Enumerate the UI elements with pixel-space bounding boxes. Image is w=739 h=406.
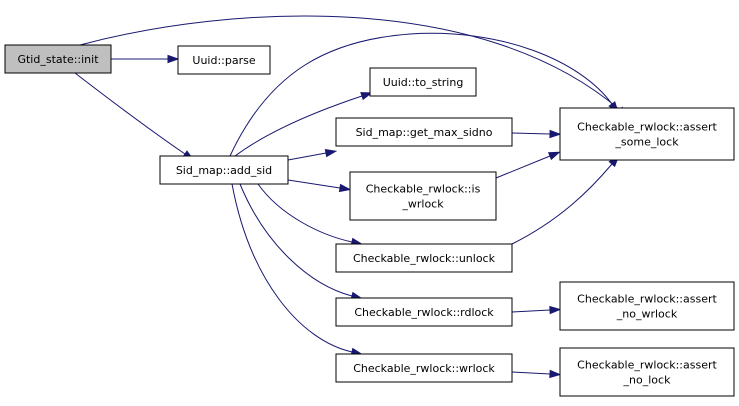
edge-add_sid-to-get_max_sidno xyxy=(287,148,338,161)
node-rdlock[interactable]: Checkable_rwlock::rdlock xyxy=(335,297,513,327)
edge-gtid_init-to-add_sid xyxy=(74,72,195,161)
node-box xyxy=(559,107,735,161)
node-box xyxy=(335,117,513,147)
edge-arrowhead xyxy=(549,129,562,139)
edge-arrowhead xyxy=(167,54,180,64)
node-label: Checkable_rwlock::unlock xyxy=(353,252,496,265)
edge-arrowhead xyxy=(547,151,561,161)
edge-arrowhead xyxy=(360,92,373,101)
node-label: Checkable_rwlock::assert xyxy=(577,293,717,306)
node-label: Checkable_rwlock::is xyxy=(366,183,481,196)
node-box xyxy=(159,155,289,185)
node-label: Checkable_rwlock::wrlock xyxy=(353,362,495,375)
node-label: Checkable_rwlock::rdlock xyxy=(354,306,494,319)
edge-add_sid-to-rdlock xyxy=(239,183,364,300)
edge-gtid_init-to-uuid_parse xyxy=(111,54,180,64)
edge-line xyxy=(79,15,621,111)
node-wrlock[interactable]: Checkable_rwlock::wrlock xyxy=(335,353,513,383)
node-assert-no-wrlock[interactable]: Checkable_rwlock::assert_no_wrlock xyxy=(559,281,735,331)
node-label: Checkable_rwlock::assert xyxy=(577,121,717,134)
edge-is_wrlock-to-assert_some_lock xyxy=(495,151,561,179)
edge-line xyxy=(74,72,186,155)
nodes-layer: Gtid_state::init Uuid::parseSid_map::add_… xyxy=(4,44,735,397)
node-box xyxy=(177,45,271,75)
node-label: _some_lock xyxy=(614,136,679,149)
edges-layer xyxy=(74,15,629,379)
node-is-wrlock[interactable]: Checkable_rwlock::is_wrlock xyxy=(349,171,497,221)
node-label: _wrlock xyxy=(401,198,444,211)
node-box xyxy=(559,347,735,397)
node-box xyxy=(4,44,112,74)
edge-arrowhead xyxy=(324,148,338,158)
edge-line xyxy=(495,155,551,179)
edge-line xyxy=(239,183,353,297)
edge-line xyxy=(287,152,327,161)
node-gtid-init[interactable]: Gtid_state::init xyxy=(4,44,112,74)
node-get-max-sidno[interactable]: Sid_map::get_max_sidno xyxy=(335,117,513,147)
node-unlock[interactable]: Checkable_rwlock::unlock xyxy=(335,243,513,273)
node-uuid-to-string[interactable]: Uuid::to_string xyxy=(369,67,477,97)
node-box xyxy=(335,243,513,273)
edge-add_sid-to-uuid_to_string xyxy=(234,92,373,157)
edge-line xyxy=(234,95,363,157)
node-uuid-parse[interactable]: Uuid::parse xyxy=(177,45,271,75)
node-label: Uuid::parse xyxy=(192,54,255,67)
edge-arrowhead xyxy=(549,369,562,379)
edge-line xyxy=(511,163,613,245)
node-label: Gtid_state::init xyxy=(17,53,99,66)
edge-gtid_init-to-assert_some_lock xyxy=(79,15,629,118)
node-box xyxy=(349,171,497,221)
node-label: Sid_map::add_sid xyxy=(176,164,272,177)
edge-get_max_sidno-to-assert_some_lock xyxy=(511,129,562,139)
edge-line xyxy=(257,183,353,243)
edge-add_sid-to-unlock xyxy=(257,183,364,247)
node-box xyxy=(335,297,513,327)
node-label: Uuid::to_string xyxy=(383,76,464,89)
node-box xyxy=(559,281,735,331)
node-label: Sid_map::get_max_sidno xyxy=(356,126,493,139)
edge-rdlock-to-assert_no_wrlock xyxy=(511,305,562,315)
edge-line xyxy=(287,179,341,189)
edge-wrlock-to-assert_no_lock xyxy=(511,369,562,379)
edge-arrowhead xyxy=(549,305,562,315)
node-label: _no_lock xyxy=(623,374,672,387)
node-add-sid[interactable]: Sid_map::add_sid xyxy=(159,155,289,185)
edge-line xyxy=(511,132,551,135)
edge-arrowhead xyxy=(338,183,352,193)
edge-line xyxy=(229,32,613,157)
node-label: _no_wrlock xyxy=(616,308,678,321)
edge-unlock-to-assert_some_lock xyxy=(511,155,620,245)
node-box xyxy=(369,67,477,97)
node-box xyxy=(335,353,513,383)
edge-add_sid-to-is_wrlock xyxy=(287,179,352,193)
node-assert-some-lock[interactable]: Checkable_rwlock::assert_some_lock xyxy=(559,107,735,161)
edge-line xyxy=(511,309,551,313)
node-assert-no-lock[interactable]: Checkable_rwlock::assert_no_lock xyxy=(559,347,735,397)
edge-line xyxy=(231,183,353,353)
edge-line xyxy=(511,371,551,375)
node-label: Checkable_rwlock::assert xyxy=(577,359,717,372)
